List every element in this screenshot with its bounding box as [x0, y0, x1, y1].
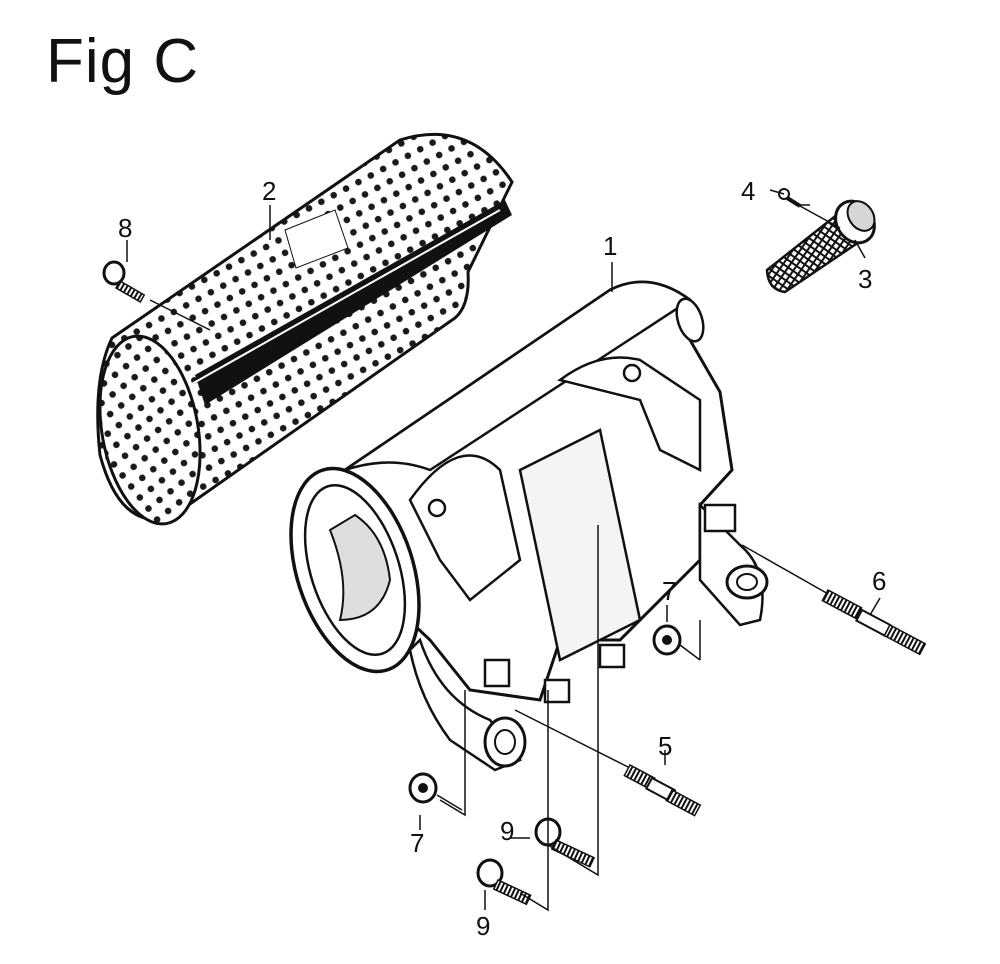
muffler-body: [289, 280, 769, 772]
callout-6: 6: [872, 566, 886, 596]
flange-nut-lower: [408, 772, 463, 811]
callout-1: 1: [603, 231, 617, 261]
shield-bolt: [102, 260, 211, 331]
short-stud: [514, 709, 702, 817]
callout-5: 5: [658, 731, 672, 761]
arrester-screw: [778, 188, 841, 229]
callout-9-upper: 9: [500, 816, 514, 846]
long-stud: [741, 544, 927, 656]
callout-9-lower: 9: [476, 911, 490, 941]
flange-nut-upper: [652, 624, 701, 661]
figure-title: Fig C: [46, 27, 200, 96]
callout-8: 8: [118, 213, 132, 243]
callout-labels: 1 2 3 4 5 6 7 7 8 9 9: [118, 176, 886, 941]
callout-7-lower: 7: [410, 828, 424, 858]
callout-4: 4: [741, 176, 755, 206]
callout-2: 2: [262, 176, 276, 206]
bracket-bolt-lower: [476, 858, 532, 906]
callout-3: 3: [858, 264, 872, 294]
bracket-bolt-upper: [534, 817, 596, 868]
reference-lines: [126, 189, 881, 912]
spark-arrester: [765, 199, 876, 294]
heat-shield: [96, 132, 514, 526]
callout-7-upper: 7: [662, 576, 676, 606]
